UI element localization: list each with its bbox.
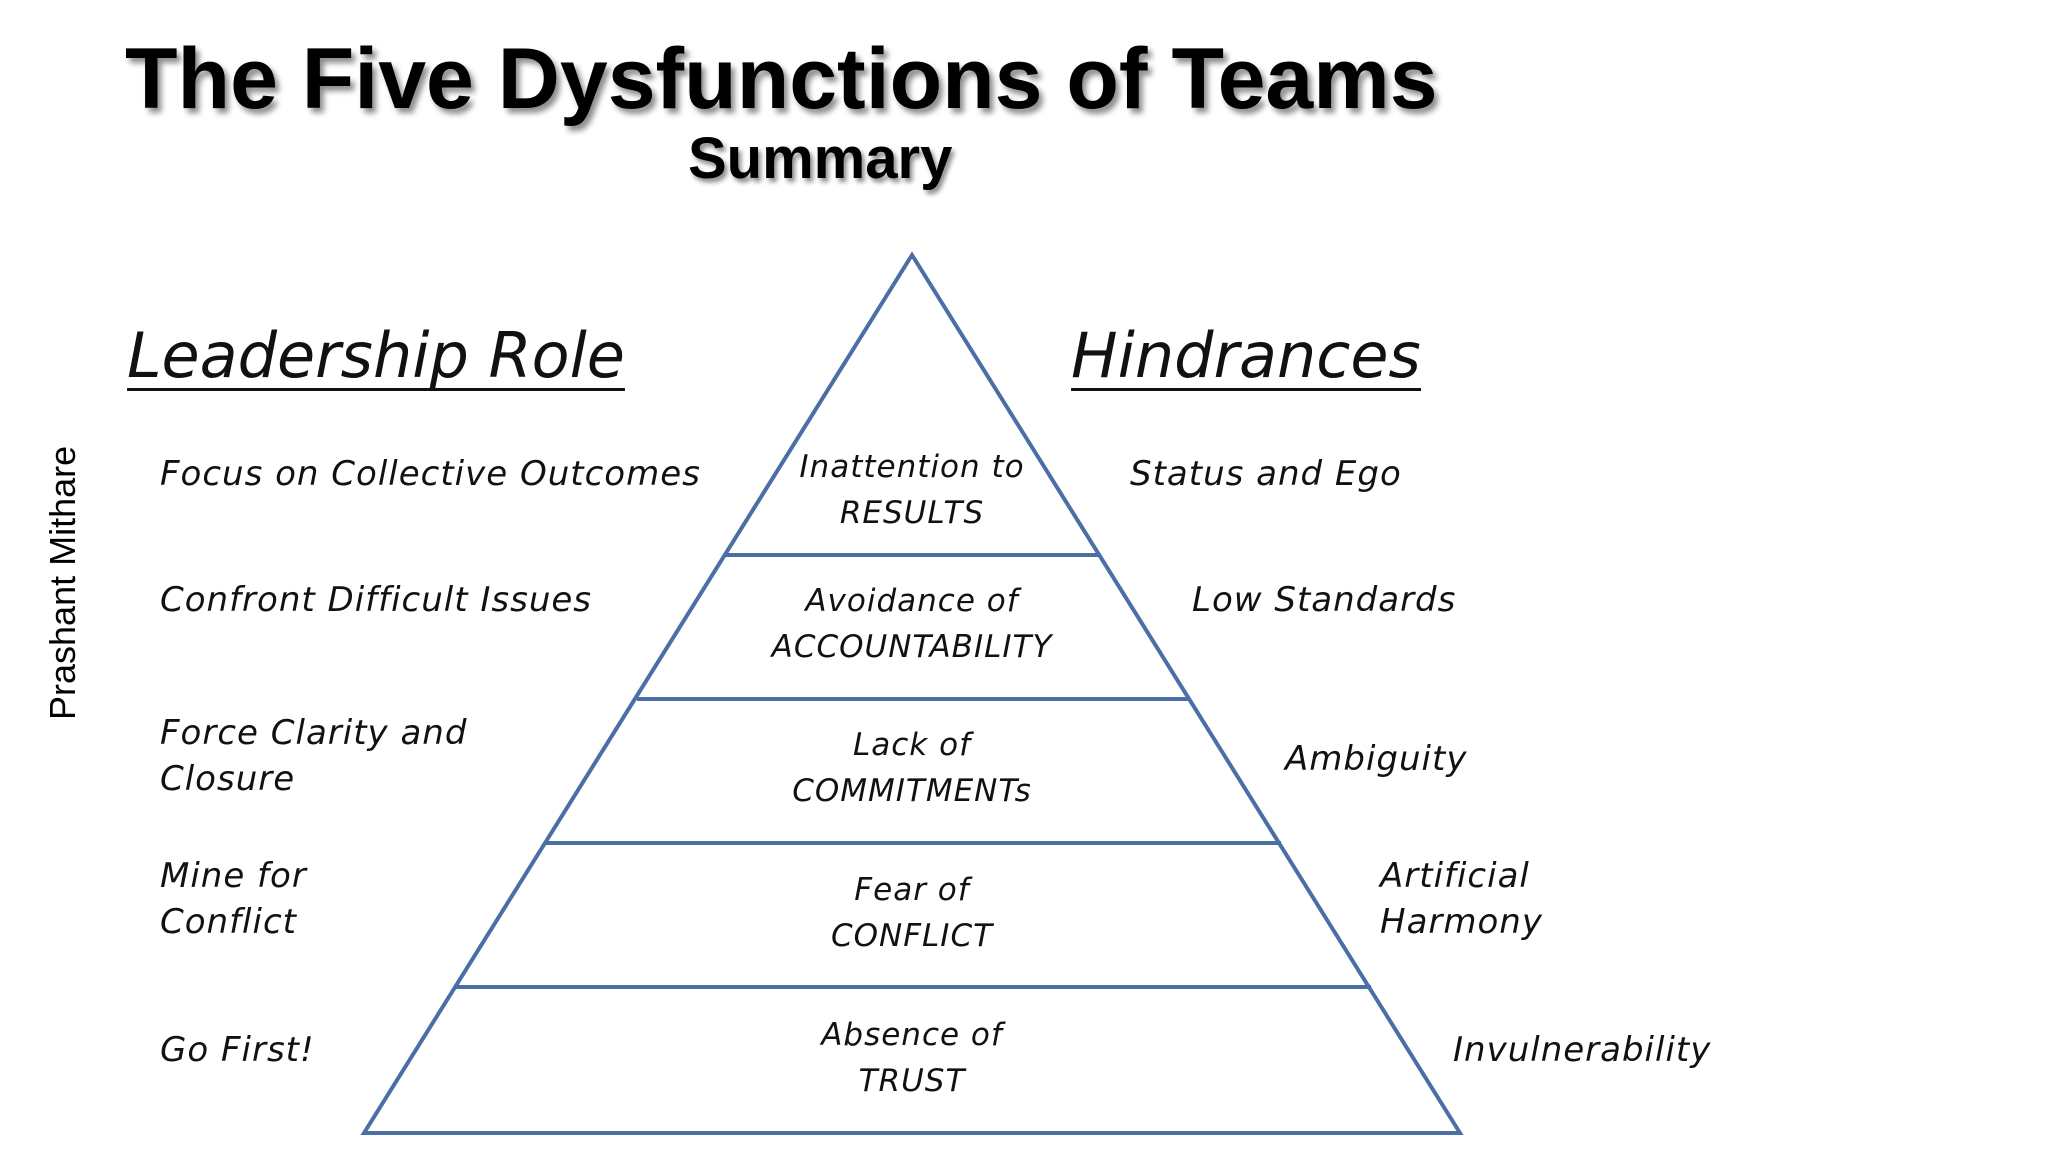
slide-subtitle: Summary bbox=[688, 126, 953, 191]
level-results: Inattention to RESULTS bbox=[712, 444, 1112, 536]
level-results-line2: RESULTS bbox=[839, 495, 985, 531]
hindrance-item: Ambiguity bbox=[1285, 736, 1467, 782]
leadership-role-item: Force Clarity and Closure bbox=[160, 710, 467, 802]
hindrance-line1: Artificial bbox=[1380, 856, 1530, 896]
hindrances-heading: Hindrances bbox=[1071, 319, 1421, 392]
level-trust-line1: Absence of bbox=[821, 1017, 1003, 1053]
hindrance-line1: Status and Ego bbox=[1130, 454, 1402, 494]
level-accountability: Avoidance of ACCOUNTABILITY bbox=[712, 578, 1112, 670]
leadership-role-item: Focus on Collective Outcomes bbox=[160, 451, 701, 497]
hindrance-line1: Invulnerability bbox=[1453, 1030, 1712, 1070]
level-trust: Absence of TRUST bbox=[712, 1012, 1112, 1104]
leadership-role-item: Confront Difficult Issues bbox=[160, 577, 592, 623]
level-conflict: Fear of CONFLICT bbox=[712, 867, 1112, 959]
level-commitments-line2: COMMITMENTs bbox=[792, 773, 1032, 809]
leadership-role-item: Go First! bbox=[160, 1027, 315, 1073]
hindrance-item: Low Standards bbox=[1192, 577, 1456, 623]
hindrance-line1: Low Standards bbox=[1192, 580, 1457, 620]
level-accountability-line2: ACCOUNTABILITY bbox=[771, 629, 1053, 665]
slide-title: The Five Dysfunctions of Teams bbox=[125, 31, 1438, 127]
leadership-role-line2: Conflict bbox=[160, 902, 297, 942]
level-conflict-line1: Fear of bbox=[854, 872, 970, 908]
leadership-role-line1: Confront Difficult Issues bbox=[160, 580, 593, 620]
hindrance-item: Artificial Harmony bbox=[1380, 853, 1543, 945]
leadership-role-heading: Leadership Role bbox=[127, 319, 625, 392]
leadership-role-item: Mine for Conflict bbox=[160, 853, 307, 945]
leadership-role-line1: Mine for bbox=[160, 856, 307, 896]
level-commitments-line1: Lack of bbox=[853, 727, 971, 763]
hindrance-item: Invulnerability bbox=[1453, 1027, 1711, 1073]
level-trust-line2: TRUST bbox=[858, 1063, 966, 1099]
leadership-role-line2: Closure bbox=[160, 759, 296, 799]
level-conflict-line2: CONFLICT bbox=[830, 918, 994, 954]
level-accountability-line1: Avoidance of bbox=[805, 583, 1019, 619]
pyramid-outline bbox=[360, 251, 1464, 1135]
leadership-role-line1: Go First! bbox=[160, 1030, 315, 1070]
leadership-role-line1: Force Clarity and bbox=[160, 713, 468, 753]
level-results-line1: Inattention to bbox=[799, 449, 1025, 485]
leadership-role-line1: Focus on Collective Outcomes bbox=[160, 454, 701, 494]
hindrance-line1: Ambiguity bbox=[1285, 739, 1468, 779]
hindrance-line2: Harmony bbox=[1380, 902, 1543, 942]
hindrance-item: Status and Ego bbox=[1130, 451, 1402, 497]
level-commitments: Lack of COMMITMENTs bbox=[712, 722, 1112, 814]
